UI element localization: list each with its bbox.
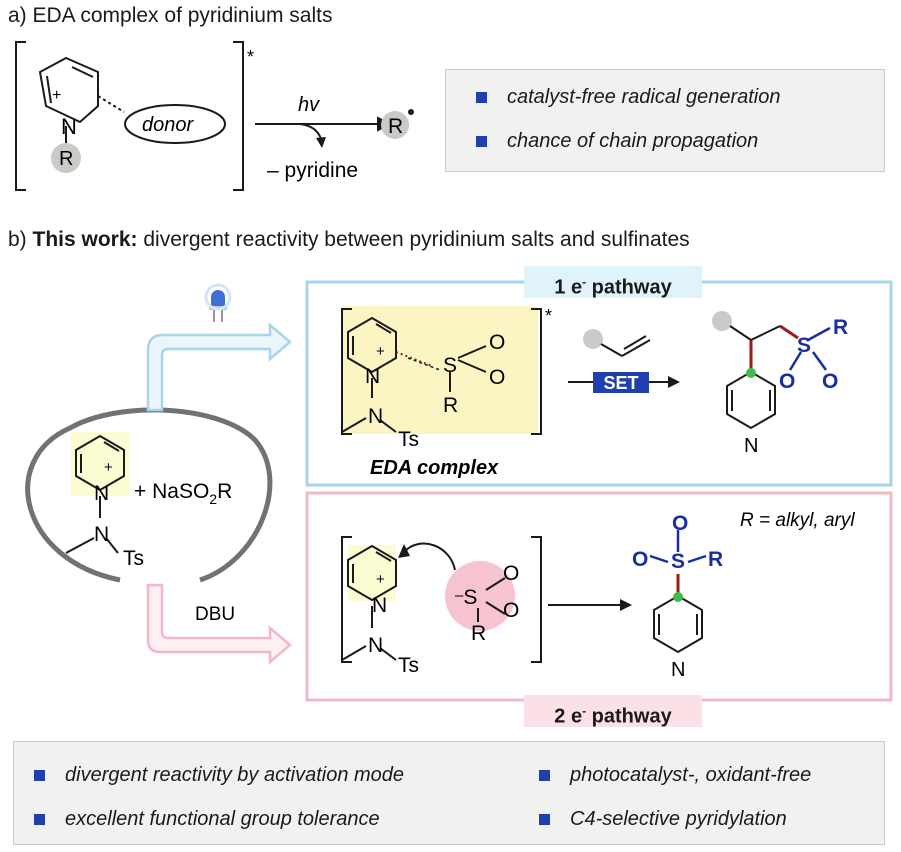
p2-n2-label: N — [368, 634, 383, 657]
n-label-reactant: N — [94, 482, 109, 505]
product2-o-left: O — [632, 548, 648, 571]
feature-a-1: catalyst-free radical generation — [476, 86, 780, 109]
eda-star: * — [545, 306, 552, 326]
product-1 — [712, 311, 831, 430]
product2-r: R — [708, 548, 723, 571]
eda-r-label: R — [443, 394, 458, 417]
bullet-icon — [539, 770, 550, 781]
curved-arrow-head — [398, 544, 410, 558]
sulfinate-r: R — [471, 622, 486, 645]
blue-arrow — [146, 322, 292, 412]
eda-n-label: N — [365, 365, 380, 388]
sulfinate-o2: O — [503, 599, 519, 622]
pink-arrow — [146, 583, 292, 665]
pyridinium-ring-a — [38, 56, 99, 124]
bullet-icon — [476, 92, 487, 103]
bullet-icon — [539, 814, 550, 825]
eda-n2-label: N — [368, 405, 383, 428]
sulfinate-sphere — [445, 561, 515, 631]
pathway2-label: 2 e- pathway — [524, 695, 702, 728]
plus-reactant: + — [104, 459, 113, 476]
feature-box-bottom: divergent reactivity by activation mode … — [13, 741, 885, 845]
product-2 — [649, 530, 707, 654]
feature-b-1: divergent reactivity by activation mode — [34, 764, 404, 787]
radical-r-label: R — [388, 115, 403, 138]
bullet-icon — [34, 770, 45, 781]
alkene — [583, 329, 651, 357]
plus-a: + — [52, 87, 61, 104]
red-dashed-bond — [395, 351, 433, 367]
feature-b-4: C4-selective pyridylation — [539, 808, 787, 831]
ts-label-reactant: Ts — [123, 547, 144, 570]
star-a: * — [247, 47, 254, 67]
product2-s: S — [671, 550, 685, 573]
eda-complex — [341, 308, 542, 435]
eda-o2-label: O — [489, 366, 505, 389]
product2-n: N — [671, 659, 685, 681]
pyridinium-reactant — [65, 432, 129, 554]
minus-pyridine-label: – pyridine — [267, 159, 358, 182]
product1-n-label: N — [744, 435, 758, 457]
radical-circle — [381, 111, 409, 139]
sulfinate-o1: O — [503, 562, 519, 585]
dbu-label: DBU — [195, 604, 235, 625]
set-label: SET — [603, 373, 638, 393]
donor-ellipse — [124, 104, 226, 144]
feature-a-2: chance of chain propagation — [476, 130, 758, 153]
set-badge — [593, 372, 649, 393]
p2-n-label: N — [372, 594, 387, 617]
product1-s-label: S — [797, 334, 811, 357]
r-definition: R = alkyl, aryl — [740, 510, 855, 531]
bullet-icon — [476, 136, 487, 147]
section-a-scheme — [15, 41, 393, 191]
eda-s-label: S — [443, 354, 457, 377]
bullet-icon — [34, 814, 45, 825]
product2-o-top: O — [672, 512, 688, 535]
r-group-circle-a — [51, 143, 81, 173]
sulfinate-minus-s: –S — [455, 586, 477, 609]
hv-label: hv — [298, 94, 320, 116]
p2-ts-label: Ts — [398, 654, 419, 677]
eda-ts-label: Ts — [398, 428, 419, 451]
eda-complex-label: EDA complex — [370, 457, 499, 479]
product1-o1-label: O — [779, 370, 795, 393]
section-a-title: a) EDA complex of pyridinium salts — [8, 4, 333, 27]
led-icon — [204, 283, 232, 322]
feature-b-2: photocatalyst-, oxidant-free — [539, 764, 811, 787]
pathway2-complex — [341, 536, 620, 663]
donor-label: donor — [142, 114, 194, 136]
eda-o1-label: O — [489, 331, 505, 354]
n2-label-reactant: N — [94, 523, 109, 546]
feature-b-3: excellent functional group tolerance — [34, 808, 380, 831]
pathway1-label: 1 e- pathway — [524, 266, 702, 299]
feature-box-a: catalyst-free radical generation chance … — [445, 69, 885, 172]
r-label-a: R — [59, 148, 73, 170]
reagent-label: + NaSO2R — [134, 480, 232, 507]
n-label-a: N — [61, 114, 77, 139]
eda-plus: + — [376, 343, 385, 360]
radical-dot — [408, 109, 414, 115]
p2-plus: + — [376, 571, 385, 588]
product1-r-label: R — [833, 316, 848, 339]
sulfinate — [477, 577, 506, 622]
product1-o2-label: O — [822, 370, 838, 393]
section-b-title: b) This work: divergent reactivity betwe… — [8, 228, 690, 251]
